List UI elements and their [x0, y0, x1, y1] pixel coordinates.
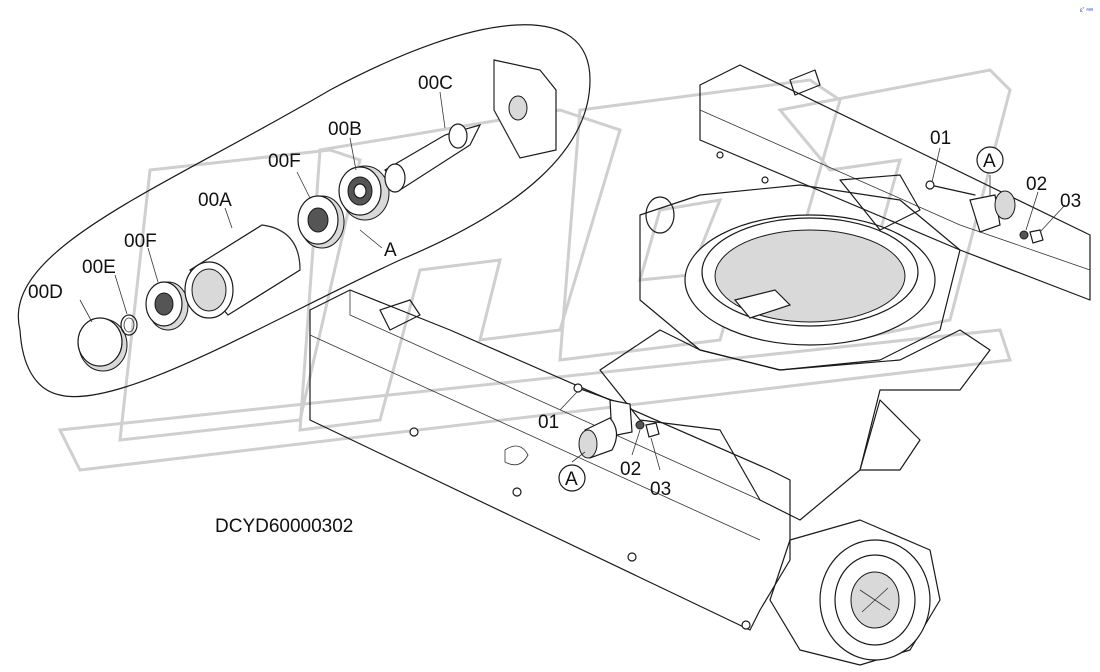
part-00f-bearing-right: [297, 195, 345, 249]
track-frame-lower-rail: [309, 289, 791, 631]
detail-marker-upper: [976, 146, 1004, 174]
callout-upper-02: 02: [1026, 174, 1047, 195]
drive-motor-mount: [769, 519, 941, 666]
part-00b-seal: [338, 165, 390, 221]
part-00c-pin: [384, 59, 557, 193]
callout-lower-03: 03: [650, 479, 671, 500]
detail-view-oval: [17, 24, 591, 398]
callout-upper-01: 01: [930, 128, 951, 149]
leader-lines: [79, 91, 1066, 471]
label-00e: 00E: [82, 257, 116, 278]
drawing-code: DCYD60000302: [215, 516, 353, 537]
label-00d: 00D: [28, 282, 63, 303]
callout-lower-02: 02: [620, 459, 641, 480]
part-00f-bearing-left: [145, 281, 189, 331]
upper-pin-assembly: [925, 180, 1044, 244]
label-00c: 00C: [418, 73, 453, 94]
detail-marker-lower: [558, 464, 586, 492]
callout-lower-01: 01: [538, 412, 559, 433]
marker-lower-a: A: [565, 469, 578, 490]
callout-upper-03: 03: [1060, 191, 1081, 212]
part-00e-snap-ring: [120, 314, 138, 336]
center-frame-body: [599, 174, 991, 521]
corner-mark: ε˚ ᵃᵃᵃ: [1080, 7, 1094, 14]
label-00b: 00B: [328, 119, 362, 140]
watermark: [57, 68, 1013, 472]
part-00d-cap: [77, 317, 128, 372]
track-frame-upper-rail: [699, 64, 1091, 301]
label-00f-left: 00F: [124, 231, 157, 252]
lower-pin-assembly: [573, 383, 660, 459]
part-00a-bushing: [184, 224, 301, 319]
marker-upper-a: A: [983, 151, 996, 172]
label-detail-a: A: [384, 240, 397, 261]
label-00a: 00A: [198, 190, 232, 211]
label-00f-right: 00F: [268, 151, 301, 172]
